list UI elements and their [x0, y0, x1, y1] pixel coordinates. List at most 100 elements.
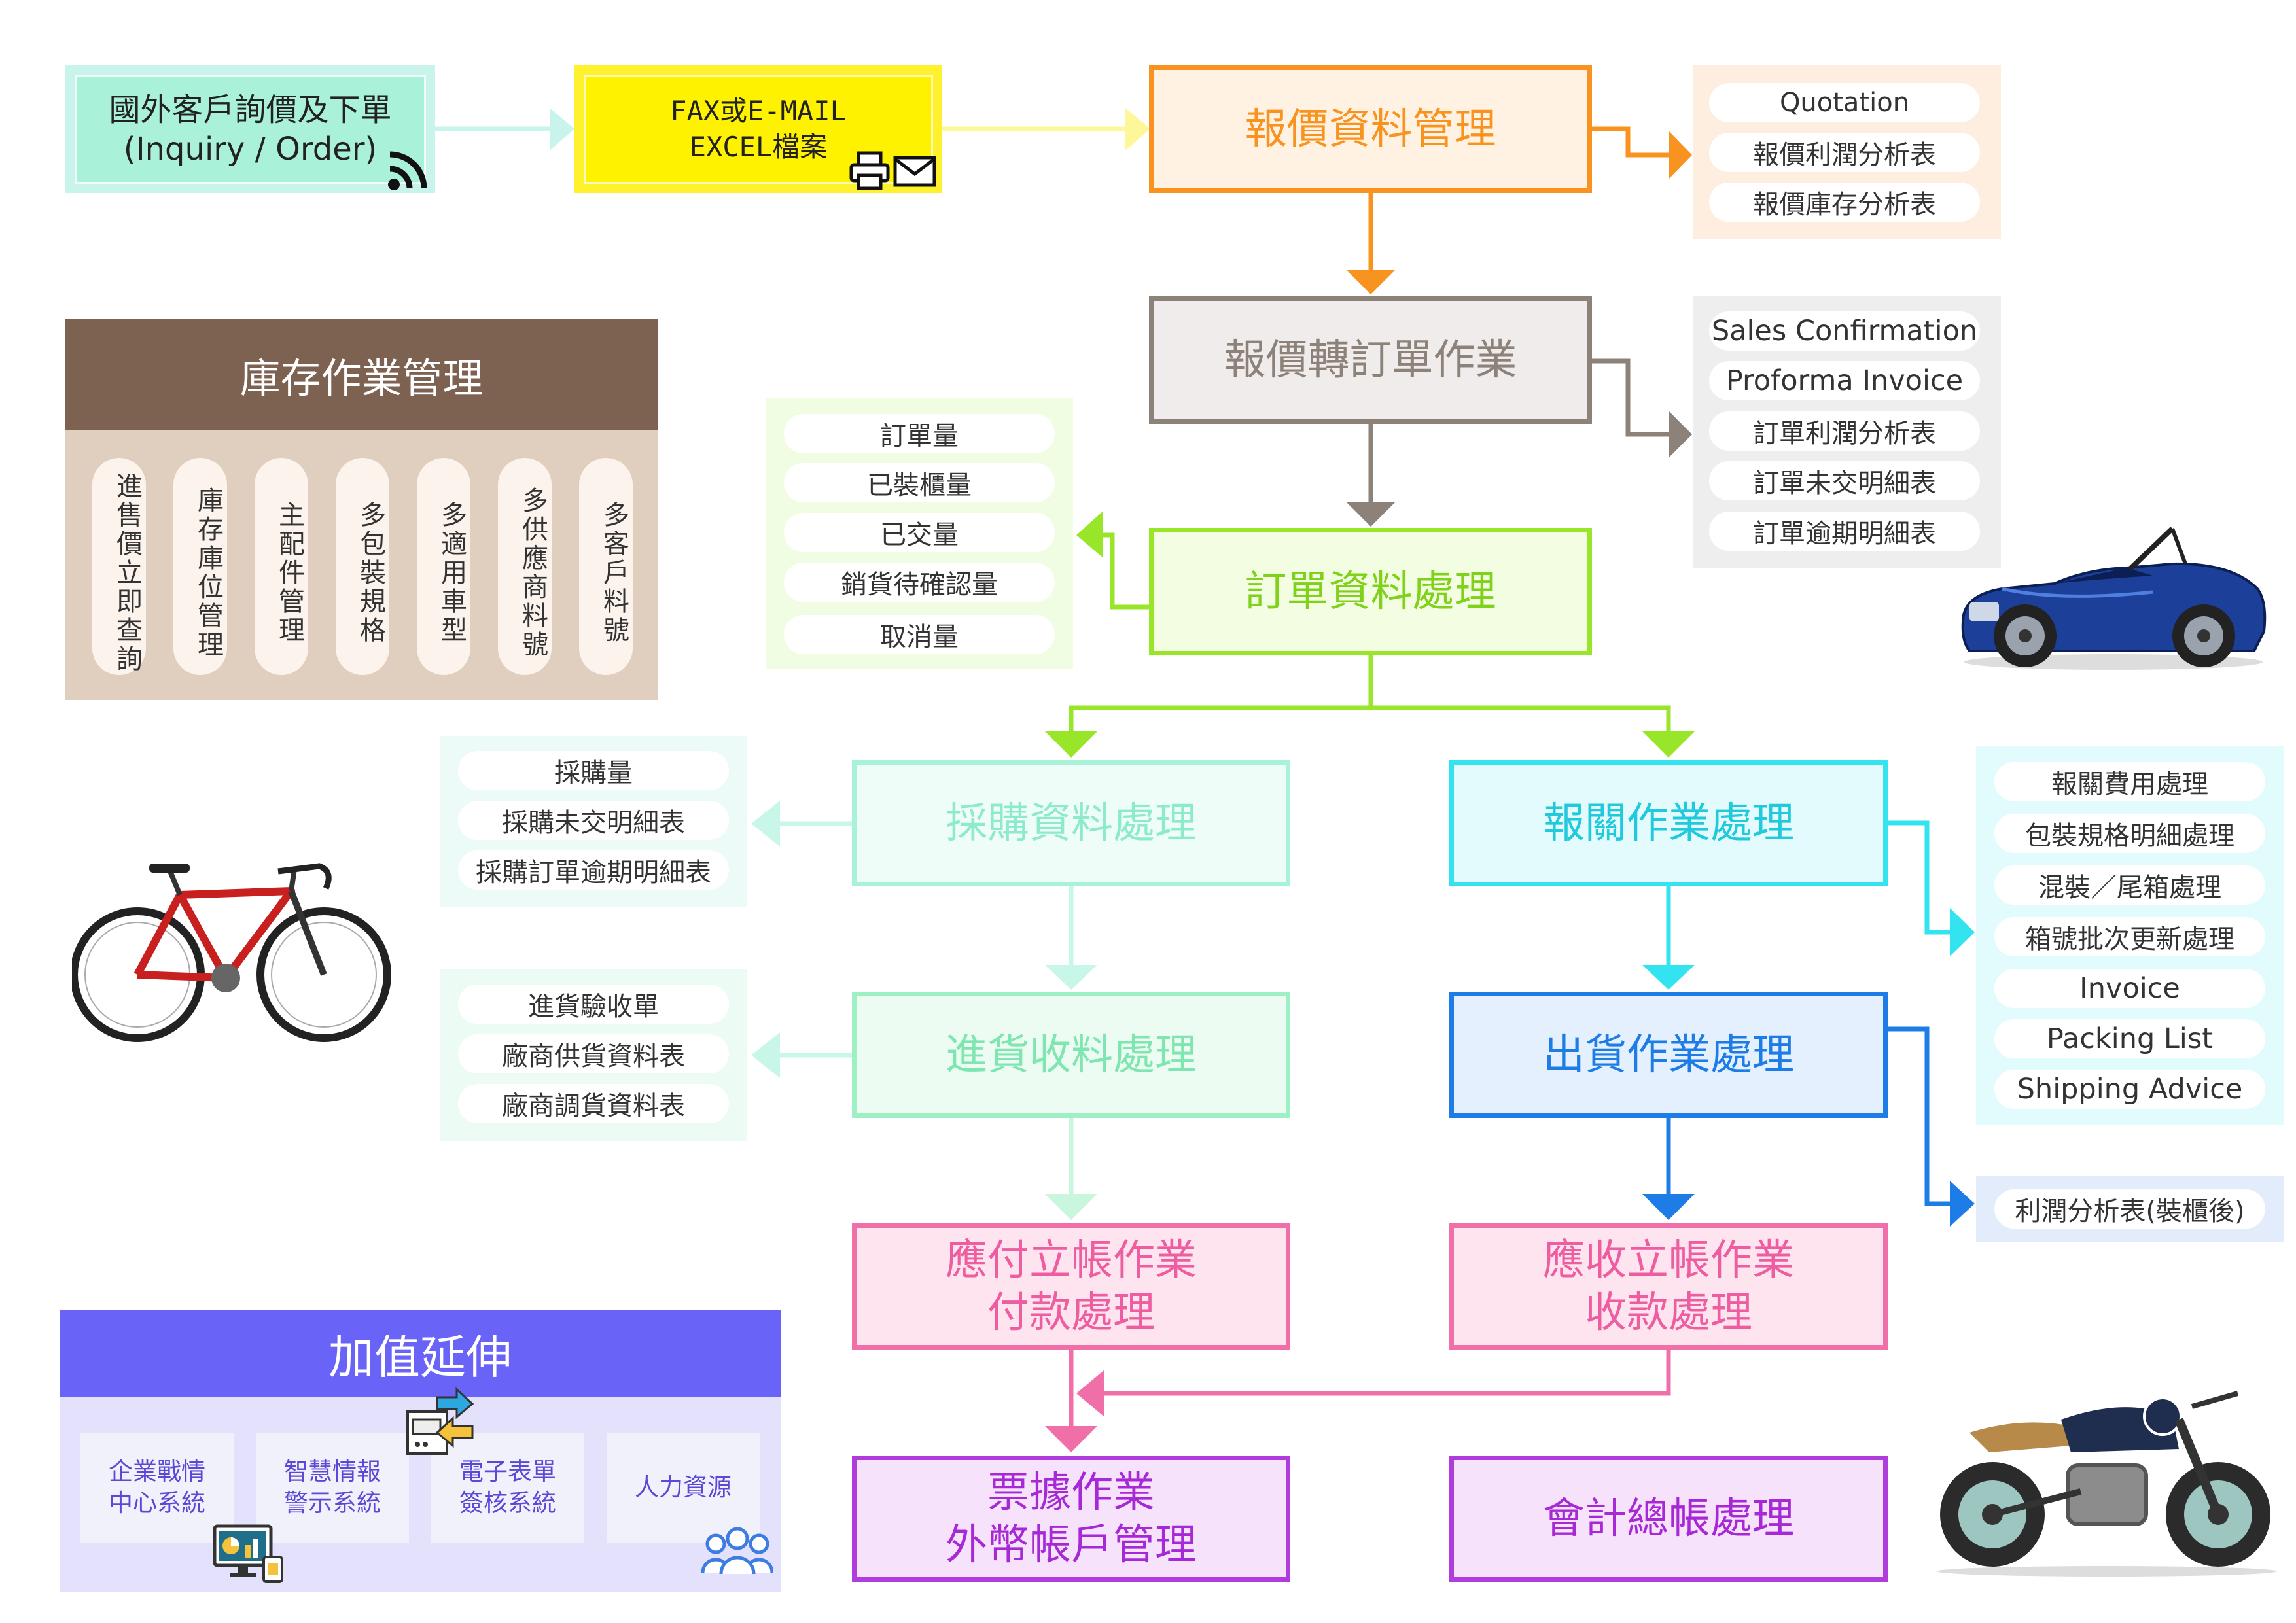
report-item: Sales Confirmation	[1709, 311, 1980, 351]
wire-proc-qty	[1099, 532, 1149, 610]
wire-quote-reports	[1592, 126, 1672, 158]
inventory-item: 庫存庫位管理	[173, 458, 227, 675]
wire-proc-split	[1069, 655, 1373, 736]
wifi-icon	[388, 151, 427, 190]
purchase-box: 採購資料處理	[852, 760, 1290, 886]
arrow-to-receivable	[1642, 1194, 1695, 1220]
receiving-box: 進貨收料處理	[852, 992, 1290, 1118]
report-item: 箱號批次更新處理	[1994, 917, 2265, 956]
arrow-to-qty	[1076, 512, 1103, 557]
report-item: 報關費用處理	[1994, 762, 2265, 801]
extension-header: 加值延伸	[60, 1310, 781, 1397]
bills-box: 票據作業 外幣帳戶管理	[852, 1456, 1290, 1582]
quote-reports-panel: Quotation 報價利潤分析表 報價庫存分析表	[1693, 65, 2001, 239]
extension-item-hr: 人力資源	[607, 1433, 760, 1543]
receiving-reports-panel: 進貨驗收單 廠商供貨資料表 廠商調貨資料表	[440, 969, 747, 1141]
report-item: 進貨驗收單	[458, 985, 729, 1024]
payable-line1: 應付立帳作業	[945, 1236, 1197, 1285]
bills-line1: 票據作業	[987, 1468, 1155, 1517]
extension-title: 加值延伸	[328, 1331, 512, 1384]
report-item: 混裝／尾箱處理	[1994, 865, 2265, 905]
order-processing-box: 訂單資料處理	[1149, 528, 1592, 655]
report-item: Quotation	[1709, 83, 1980, 122]
customs-label: 報關作業處理	[1543, 799, 1794, 848]
inquiry-subtitle: (Inquiry / Order)	[123, 130, 378, 167]
bills-line2: 外幣帳戶管理	[945, 1520, 1197, 1569]
arrow-to-order-reports	[1669, 411, 1692, 458]
quote-management-label: 報價資料管理	[1245, 105, 1496, 154]
motorcycle-illustration	[1937, 1391, 2277, 1577]
report-item: 訂單逾期明細表	[1709, 512, 1980, 551]
receivable-line1: 應收立帳作業	[1543, 1236, 1794, 1285]
payable-box: 應付立帳作業 付款處理	[852, 1223, 1290, 1350]
extension-item-war-room: 企業戰情 中心系統	[80, 1433, 234, 1543]
inventory-item: 多包裝規格	[336, 458, 389, 675]
qty-item: 已裝櫃量	[784, 463, 1055, 502]
report-item: 採購量	[458, 751, 729, 790]
report-item: 採購訂單逾期明細表	[458, 850, 729, 890]
arrow-to-quote-reports	[1669, 131, 1692, 179]
quote-to-order-label: 報價轉訂單作業	[1224, 336, 1517, 385]
arrow-to-customs-reports	[1950, 908, 1975, 956]
receivable-box: 應收立帳作業 收款處理	[1449, 1223, 1888, 1350]
report-item: 採購未交明細表	[458, 801, 729, 840]
order-qty-panel: 訂單量 已裝櫃量 已交量 銷貨待確認量 取消量	[766, 398, 1073, 669]
wire-ship-reports	[1888, 1026, 1953, 1206]
report-item: 訂單利潤分析表	[1709, 411, 1980, 451]
inventory-header: 庫存作業管理	[65, 319, 658, 430]
ledger-box: 會計總帳處理	[1449, 1456, 1888, 1582]
inventory-item: 進售價立即查詢	[92, 458, 146, 675]
inquiry-title: 國外客戶詢價及下單	[109, 91, 392, 128]
inventory-item: 多供應商料號	[498, 458, 552, 675]
arrow-to-receiving	[1045, 965, 1097, 990]
report-item: 廠商調貨資料表	[458, 1084, 729, 1123]
fax-subtitle: EXCEL檔案	[689, 130, 828, 163]
payable-line2: 付款處理	[987, 1288, 1155, 1337]
quote-to-order-box: 報價轉訂單作業	[1149, 296, 1592, 424]
bicycle-illustration	[72, 863, 391, 1042]
arrow-to-purchase-reports	[751, 801, 780, 846]
ledger-label: 會計總帳處理	[1543, 1494, 1794, 1543]
order-reports-panel: Sales Confirmation Proforma Invoice 訂單利潤…	[1693, 296, 2001, 568]
fax-title: FAX或E-MAIL	[670, 94, 847, 127]
report-item: 廠商供貨資料表	[458, 1034, 729, 1073]
printer-icon	[849, 151, 890, 190]
arrow-to-purchase	[1045, 731, 1097, 758]
arrow-merge	[1076, 1370, 1104, 1417]
receivable-line2: 收款處理	[1585, 1288, 1752, 1337]
arrow-to-order-proc	[1346, 502, 1396, 527]
mail-icon	[893, 156, 936, 187]
arrow-to-fax	[550, 108, 574, 150]
wire-proc-split-right	[1371, 705, 1671, 736]
report-item: 訂單未交明細表	[1709, 461, 1980, 500]
extension-item-intelligence: 智慧情報 警示系統	[256, 1433, 409, 1543]
purchase-reports-panel: 採購量 採購未交明細表 採購訂單逾期明細表	[440, 736, 747, 907]
inventory-item: 多適用車型	[417, 458, 470, 675]
order-processing-label: 訂單資料處理	[1245, 567, 1496, 616]
qty-item: 已交量	[784, 513, 1055, 552]
inquiry-box: 國外客戶詢價及下單 (Inquiry / Order)	[65, 65, 435, 193]
extension-item-eform: 電子表單 簽核系統	[431, 1433, 584, 1543]
report-item: 包裝規格明細處理	[1994, 814, 2265, 853]
report-item: 報價庫存分析表	[1709, 183, 1980, 222]
report-item: 報價利潤分析表	[1709, 133, 1980, 172]
car-illustration	[1961, 527, 2267, 670]
report-item: Packing List	[1994, 1019, 2265, 1058]
inventory-title: 庫存作業管理	[239, 355, 484, 402]
report-item: 利潤分析表(裝櫃後)	[1994, 1189, 2265, 1229]
quote-management-box: 報價資料管理	[1149, 65, 1592, 193]
arrow-to-bills	[1045, 1426, 1097, 1452]
qty-item: 訂單量	[784, 414, 1055, 453]
arrow-to-receive-reports	[751, 1032, 780, 1078]
shipping-label: 出貨作業處理	[1543, 1030, 1794, 1079]
arrow-to-customs	[1642, 731, 1695, 758]
wire-receivable-merge	[1099, 1350, 1671, 1396]
arrow-to-shipping	[1642, 965, 1695, 990]
customs-box: 報關作業處理	[1449, 760, 1888, 886]
transfer-icon	[406, 1387, 474, 1455]
report-item: Shipping Advice	[1994, 1070, 2265, 1109]
arrow-to-ship-reports	[1950, 1181, 1975, 1227]
inventory-item: 主配件管理	[255, 458, 308, 675]
people-icon	[701, 1527, 773, 1575]
